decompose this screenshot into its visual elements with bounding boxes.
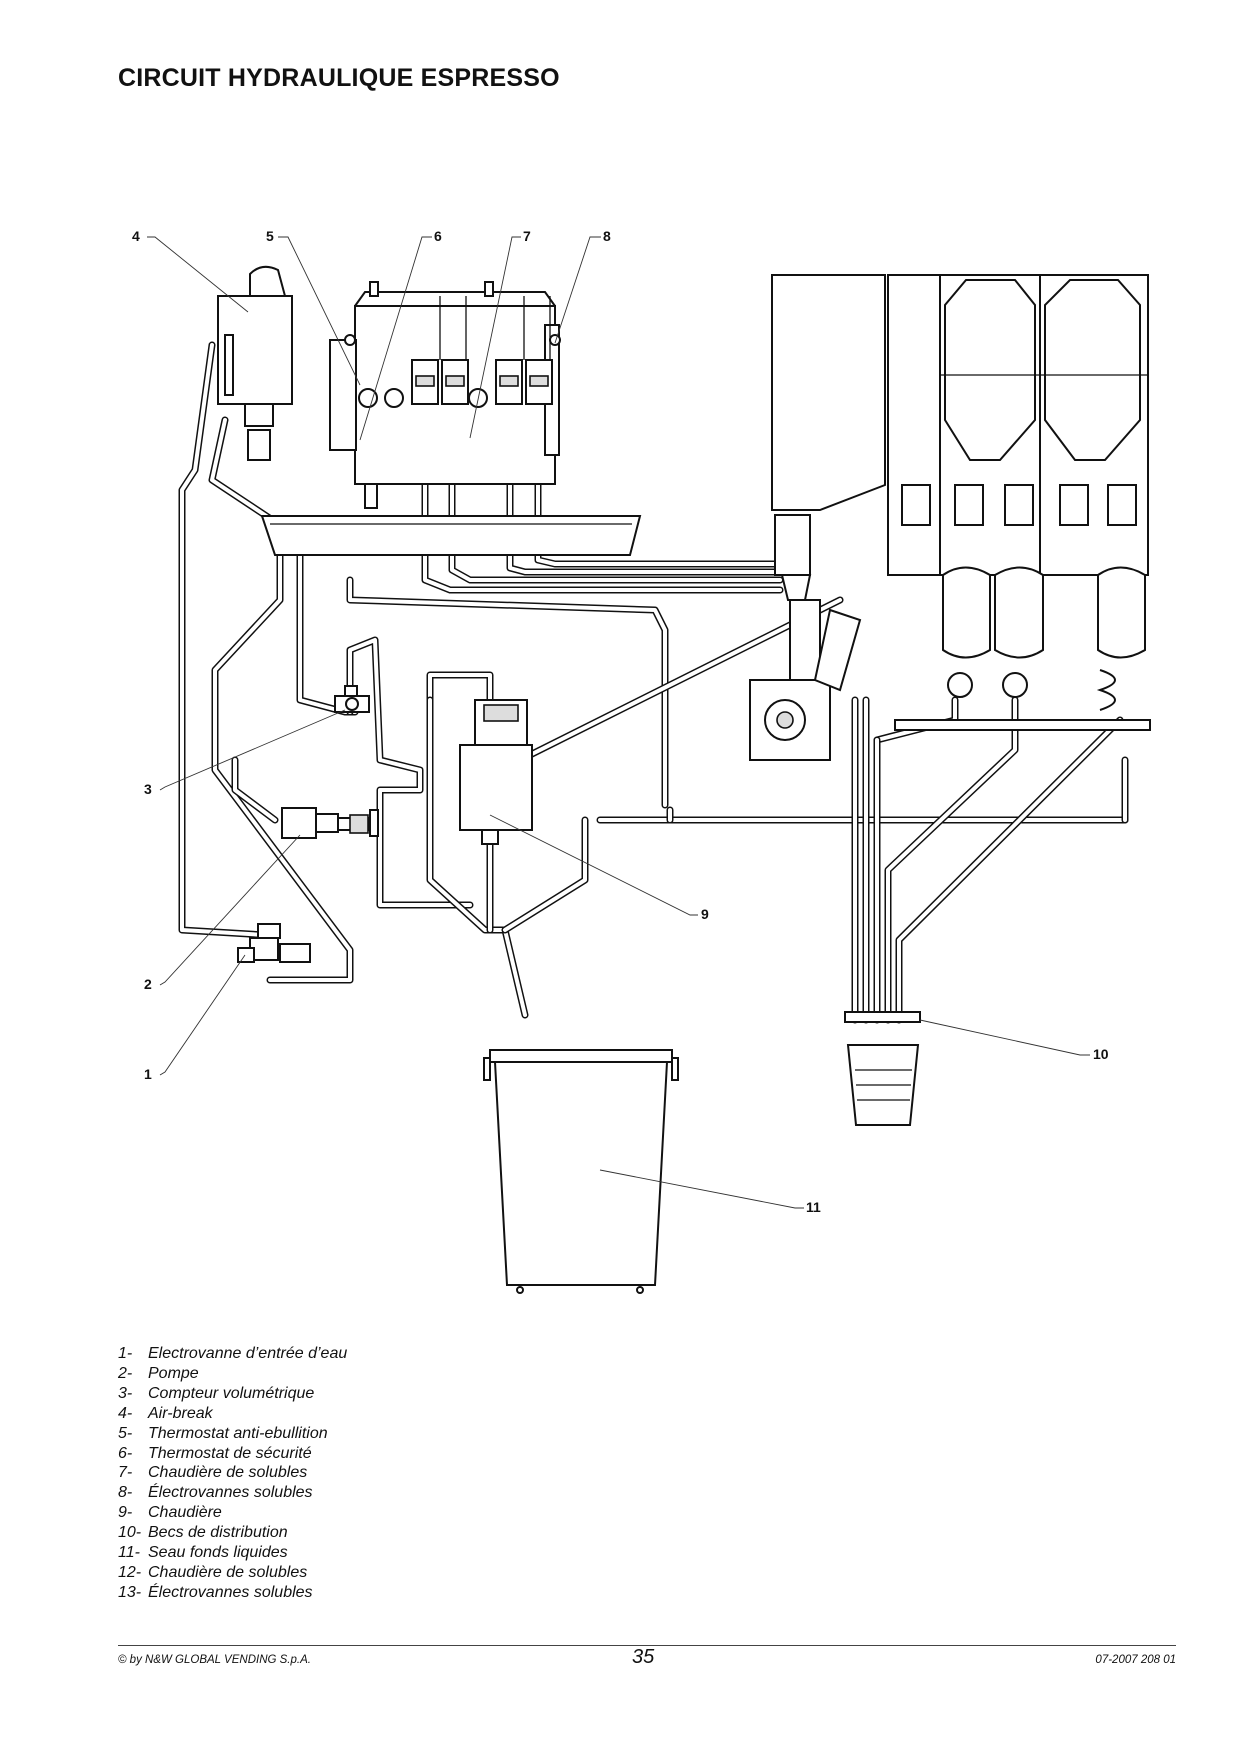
page-title: CIRCUIT HYDRAULIQUE ESPRESSO <box>118 64 560 92</box>
legend-text: Chaudière <box>148 1504 222 1522</box>
footer-doc-ref: 07-2007 208 01 <box>1095 1654 1176 1666</box>
legend-item: 5- Thermostat anti-ebullition <box>118 1424 347 1444</box>
air-break <box>217 265 293 461</box>
legend-text: Électrovannes solubles <box>148 1583 313 1601</box>
callout-3: 3 <box>144 781 152 797</box>
legend-text: Chaudière de solubles <box>148 1563 308 1581</box>
drip-tray <box>260 515 642 556</box>
footer-divider <box>118 1645 1176 1646</box>
legend-number: 4- <box>118 1404 133 1422</box>
leader-lines <box>147 236 1090 1209</box>
legend-number: 10- <box>118 1524 142 1542</box>
legend-item: 4- Air-break <box>118 1404 347 1424</box>
legend-item: 2- Pompe <box>118 1364 347 1384</box>
legend-number: 3- <box>118 1384 133 1402</box>
inlet-solenoid-valve <box>237 923 311 963</box>
legend-text: Becs de distribution <box>148 1524 288 1542</box>
legend-number: 13- <box>118 1583 142 1601</box>
callout-8: 8 <box>603 228 611 244</box>
callout-9: 9 <box>701 906 709 922</box>
espresso-brewer <box>749 514 862 761</box>
legend-item: 1- Electrovanne d’entrée d’eau <box>118 1344 347 1364</box>
callout-4: 4 <box>132 228 140 244</box>
dispensing-nozzles <box>844 1011 921 1126</box>
legend-text: Pompe <box>148 1364 199 1382</box>
waste-bucket <box>483 1049 679 1294</box>
legend-text: Electrovanne d’entrée d’eau <box>148 1345 348 1362</box>
callout-1: 1 <box>144 1066 152 1082</box>
legend-number: 6- <box>118 1444 133 1462</box>
callout-11: 11 <box>806 1199 821 1215</box>
legend-number: 8- <box>118 1484 133 1502</box>
legend-item: 12- Chaudière de solubles <box>118 1563 347 1583</box>
component-legend: 1- Electrovanne d’entrée d’eau 2- Pompe 3-… <box>118 1344 347 1603</box>
callout-2: 2 <box>144 976 152 992</box>
legend-text: Thermostat de sécurité <box>148 1444 312 1462</box>
volumetric-counter <box>334 685 370 713</box>
legend-item: 8- Électrovannes solubles <box>118 1483 347 1503</box>
legend-item: 9- Chaudière <box>118 1503 347 1523</box>
powder-canisters <box>771 274 1149 576</box>
callout-7: 7 <box>523 228 531 244</box>
legend-item: 11- Seau fonds liquides <box>118 1543 347 1563</box>
callout-6: 6 <box>434 228 442 244</box>
callout-10: 10 <box>1093 1046 1109 1062</box>
legend-number: 2- <box>118 1364 133 1382</box>
legend-text: Air-break <box>148 1404 213 1422</box>
legend-text: Thermostat anti-ebullition <box>148 1424 328 1442</box>
solubles-solenoid-valves <box>411 296 553 405</box>
pipe-network <box>178 341 1129 1024</box>
legend-text: Chaudière de solubles <box>148 1464 308 1482</box>
legend-text: Compteur volumétrique <box>148 1384 315 1402</box>
footer-copyright: © by N&W GLOBAL VENDING S.p.A. <box>118 1654 311 1666</box>
legend-number: 5- <box>118 1424 133 1442</box>
page-number: 35 <box>632 1646 655 1668</box>
legend-number: 7- <box>118 1464 133 1482</box>
legend-number: 11- <box>118 1544 140 1562</box>
legend-number: 1- <box>118 1345 133 1362</box>
legend-item: 10- Becs de distribution <box>118 1523 347 1543</box>
espresso-boiler <box>459 699 533 845</box>
legend-text: Seau fonds liquides <box>148 1544 288 1562</box>
legend-text: Électrovannes solubles <box>148 1484 313 1502</box>
legend-item: 7- Chaudière de solubles <box>118 1463 347 1483</box>
mixing-bowls <box>894 566 1151 731</box>
legend-number: 12- <box>118 1563 142 1581</box>
legend-number: 9- <box>118 1504 133 1522</box>
legend-item: 13- Électrovannes solubles <box>118 1583 347 1603</box>
pump <box>281 807 379 839</box>
callout-5: 5 <box>266 228 274 244</box>
legend-item: 6- Thermostat de sécurité <box>118 1444 347 1464</box>
legend-item: 3- Compteur volumétrique <box>118 1384 347 1404</box>
